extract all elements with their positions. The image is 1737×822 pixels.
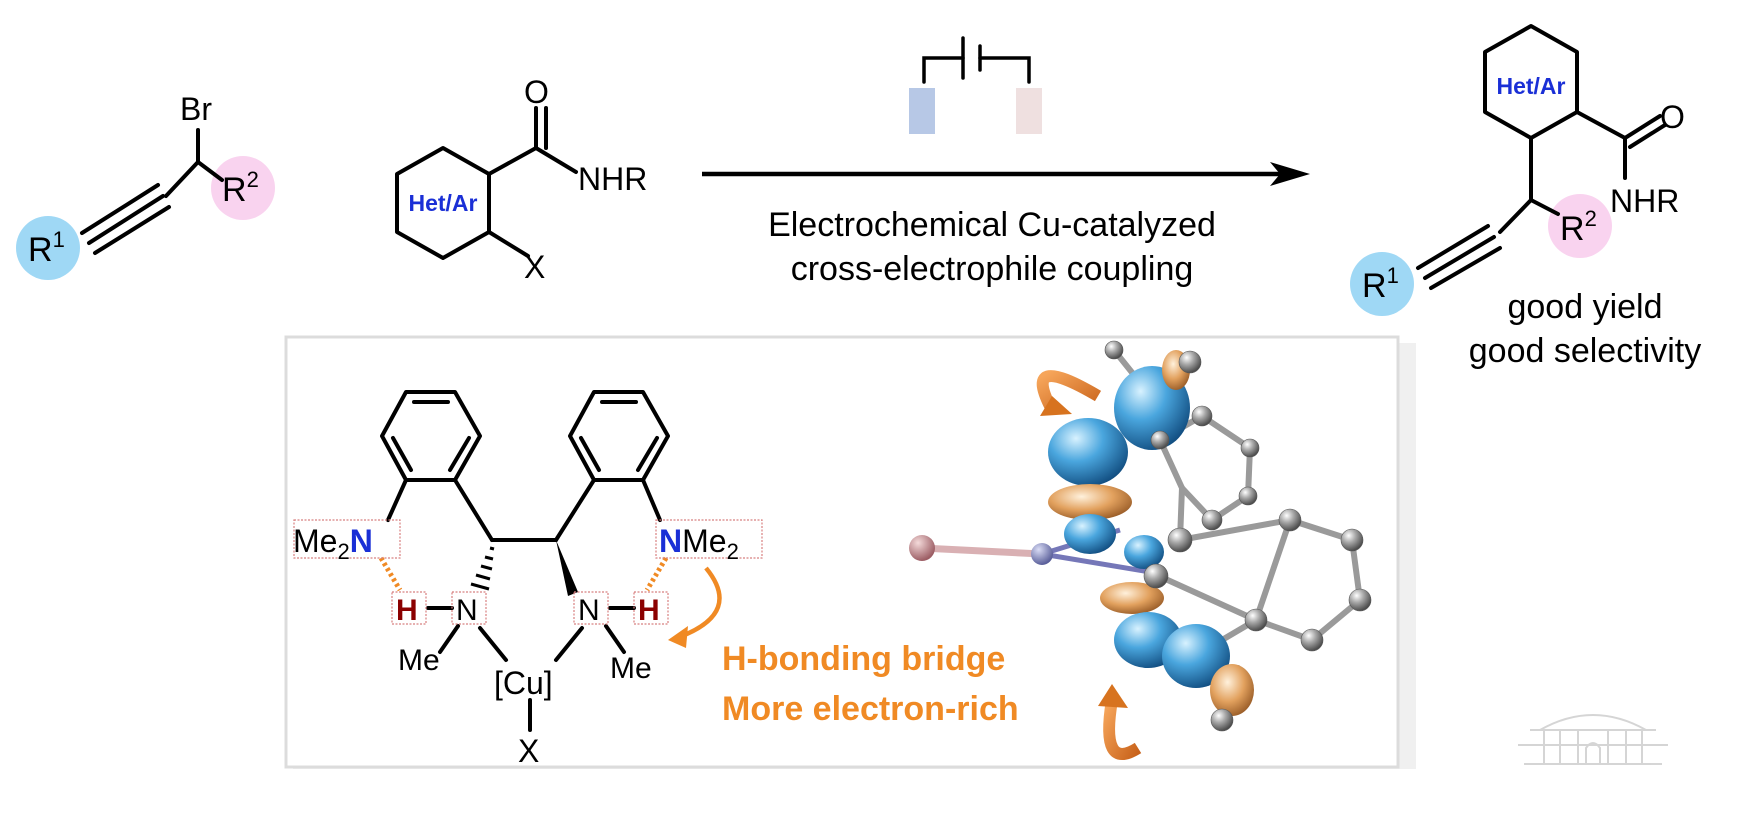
right-n-label: N [578, 594, 600, 627]
r2-highlight-circle [211, 156, 275, 220]
copper-x-label: X [518, 733, 539, 769]
r1-label: R1 [28, 227, 65, 269]
electrochemical-cell-icon [909, 36, 1042, 134]
bold-wedge-bond [556, 540, 578, 596]
orbital-lobe-orange [1100, 582, 1164, 614]
electrode-left [909, 88, 935, 134]
left-h-label: H [396, 594, 418, 627]
left-n-label: N [456, 594, 478, 627]
left-nme2-label: Me2N [293, 523, 373, 564]
rotation-arrow-bottom [1103, 699, 1142, 760]
left-methyl-label: Me [398, 644, 440, 677]
copper-atom [1031, 543, 1053, 565]
product-r2-label: R2 [1560, 206, 1597, 248]
r1-highlight-circle [16, 216, 80, 280]
bromine-label: Br [180, 91, 212, 127]
product-r2-highlight-circle [1548, 194, 1612, 258]
right-nme2-label: NMe2 [659, 523, 739, 564]
nhr-label: NHR [578, 161, 647, 197]
callout-h-bonding-bridge: H-bonding bridge [722, 640, 1005, 678]
reaction-condition-line2: cross-electrophile coupling [791, 250, 1194, 288]
orbital-lobe-orange [1210, 664, 1254, 716]
bromine-atom [909, 535, 935, 561]
reaction-arrow [702, 162, 1310, 186]
product-carbonyl-oxygen-label: O [1660, 99, 1685, 135]
left-h-box [391, 591, 427, 625]
watermark-building-logo [1518, 714, 1668, 765]
h-bond-callout-arrow [681, 566, 722, 639]
right-h-label: H [638, 594, 660, 627]
reaction-condition-line1: Electrochemical Cu-catalyzed [768, 206, 1216, 244]
hashed-wedge-bond [470, 546, 495, 591]
product-nhr-label: NHR [1610, 183, 1679, 219]
orbital-lobe-blue [1162, 624, 1230, 688]
copper-label: [Cu] [494, 665, 553, 701]
orbital-lobe-blue [1064, 514, 1116, 554]
callout-electron-rich: More electron-rich [722, 690, 1019, 728]
product-note-yield: good yield [1507, 288, 1662, 326]
r2-label: R2 [222, 167, 259, 209]
product-structure: Het/Ar O NHR R1 R2 [1350, 24, 1685, 316]
left-nme2-box [293, 519, 401, 559]
ligand-panel [284, 335, 1416, 769]
orbital-lobe-blue [1048, 418, 1128, 486]
reactant-propargyl-bromide: Br R1 R2 [16, 91, 275, 280]
het-ar-ring-label: Het/Ar [408, 190, 477, 216]
reactant-aryl-amide: Het/Ar O NHR X [395, 74, 647, 285]
orbital-lobe-blue [1124, 535, 1164, 569]
product-r1-label: R1 [1362, 263, 1399, 305]
product-r1-highlight-circle [1350, 252, 1414, 316]
rotation-arrow-top [1036, 370, 1102, 413]
right-h-box [633, 591, 669, 625]
ligand-structure [378, 390, 670, 732]
product-note-selectivity: good selectivity [1469, 332, 1701, 370]
right-methyl-label: Me [610, 652, 652, 685]
product-het-ar-ring-label: Het/Ar [1496, 73, 1565, 99]
orbital-3d-model [909, 340, 1372, 760]
right-n-box [573, 591, 609, 625]
orbital-lobe-orange [1048, 484, 1132, 520]
right-nme2-box [655, 519, 763, 559]
halide-x-label: X [524, 249, 545, 285]
left-n-box [451, 591, 487, 625]
electrode-right [1016, 88, 1042, 134]
carbonyl-oxygen-label: O [524, 74, 549, 110]
